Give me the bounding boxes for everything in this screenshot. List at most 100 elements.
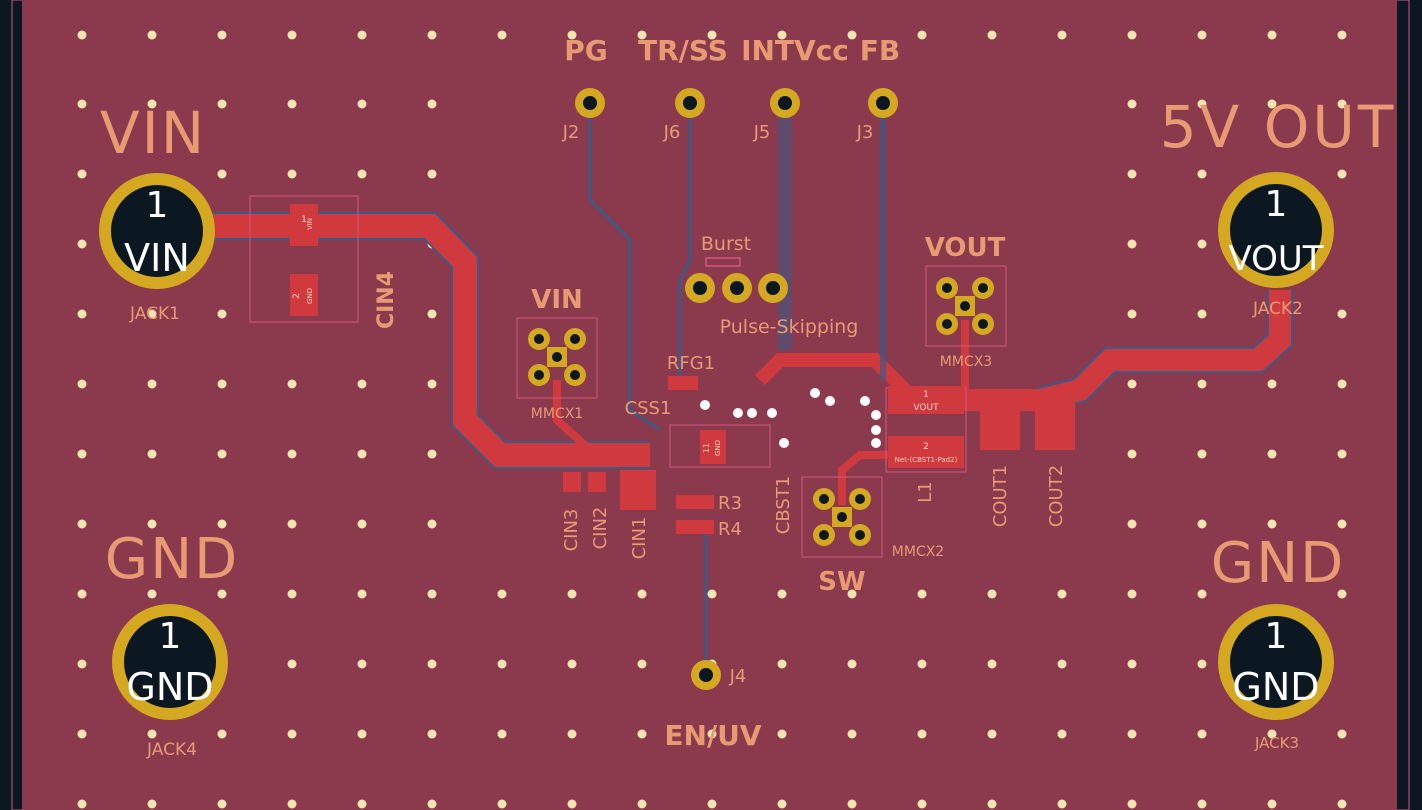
mmcx1-ground-drill (534, 370, 544, 380)
stitching-via (1337, 729, 1347, 739)
footprints (249, 195, 1075, 558)
stitching-via (77, 799, 87, 809)
stitching-via (497, 799, 507, 809)
stitching-via (1337, 379, 1347, 389)
mmcx3-ground-drill (978, 319, 988, 329)
stitching-via (217, 99, 227, 109)
stitching-via (1197, 519, 1207, 529)
stitching-via (1197, 169, 1207, 179)
stitching-via (427, 99, 437, 109)
stitching-via (357, 519, 367, 529)
stitching-via (287, 99, 297, 109)
jack4[interactable]: 1 GND (112, 604, 228, 720)
stitching-via (1127, 309, 1137, 319)
stitching-via (1127, 239, 1137, 249)
stitching-via (357, 379, 367, 389)
stitching-via (1197, 99, 1207, 109)
stitching-via (917, 729, 927, 739)
stitching-via (147, 589, 157, 599)
stitching-via (357, 799, 367, 809)
ref-cin3: CIN3 (561, 509, 582, 552)
j3-testpoint (868, 88, 898, 118)
stitching-via (707, 589, 717, 599)
stitching-via (567, 729, 577, 739)
j5-testpoint (770, 88, 800, 118)
stitching-via (847, 589, 857, 599)
ref-cbst1: CBST1 (773, 476, 794, 534)
stitching-via (567, 799, 577, 809)
ref-designators: J2 J6 J5 J3 J4 JACK1 JACK2 JACK3 JACK4 M… (129, 122, 1303, 760)
cin4-pad2-num: 2 (292, 293, 302, 299)
stitching-via (427, 799, 437, 809)
mmcx2-signal-drill (837, 512, 847, 522)
stitching-via (427, 589, 437, 599)
stitching-via (147, 729, 157, 739)
stitching-via (1127, 799, 1137, 809)
l1-pad-2 (888, 436, 964, 468)
stitching-via (707, 30, 717, 40)
fb-label: FB (860, 34, 900, 67)
r4-pad (676, 520, 714, 534)
mmcx2-ground-drill (819, 530, 829, 540)
stitching-via (1127, 449, 1137, 459)
jack1-net: VIN (124, 236, 190, 280)
en-uv-label: EN/UV (664, 719, 762, 752)
mmcx3-signal-drill (960, 301, 970, 311)
stitching-via (427, 449, 437, 459)
ref-j6: J6 (663, 122, 681, 143)
cin4-pad-1 (290, 204, 318, 246)
stitching-via (1197, 30, 1207, 40)
stitching-via (1197, 729, 1207, 739)
test-points[interactable] (575, 88, 898, 690)
jack3-pad-num: 1 (1265, 616, 1288, 657)
mmcx1-courtyard (516, 317, 598, 399)
j2-testpoint (575, 88, 605, 118)
stitching-via (287, 589, 297, 599)
stitching-via (147, 99, 157, 109)
stitching-via (1267, 99, 1277, 109)
mmcx3-ground-drill (942, 319, 952, 329)
stitching-via (497, 659, 507, 669)
via-grid (77, 30, 1347, 809)
stitching-via (1337, 309, 1347, 319)
stitching-via (987, 589, 997, 599)
stitching-via (847, 659, 857, 669)
stitching-via (637, 729, 647, 739)
stitching-via (1267, 799, 1277, 809)
mmcx1-ground-drill (570, 334, 580, 344)
stitching-via (427, 519, 437, 529)
stitching-via (1127, 589, 1137, 599)
stitching-via (1337, 589, 1347, 599)
ref-jack4: JACK4 (146, 740, 197, 760)
jack4-pad-num: 1 (159, 616, 182, 657)
stitching-via (1267, 729, 1277, 739)
stitching-via (1197, 309, 1207, 319)
vin-mmcx-label: VIN (531, 285, 583, 315)
stitching-via (917, 799, 927, 809)
stitching-via (147, 309, 157, 319)
stitching-via (1267, 519, 1277, 529)
stitching-via (847, 729, 857, 739)
stitching-via (357, 30, 367, 40)
ref-r3: R3 (718, 493, 742, 514)
ic-pad-num: 11 (702, 443, 711, 453)
stitching-via (357, 659, 367, 669)
stitching-via (1127, 30, 1137, 40)
stitching-via (917, 30, 927, 40)
jack1[interactable]: 1 VIN (99, 173, 215, 289)
stitching-via (777, 589, 787, 599)
mmcx2-ground-drill (819, 494, 829, 504)
jumper-pin-1 (685, 273, 715, 303)
jack2[interactable]: 1 VOUT (1218, 172, 1334, 288)
jack3-drill (1230, 616, 1322, 708)
ref-cout2: COUT2 (1046, 465, 1067, 527)
cin4-pad1-num: 1 (301, 215, 307, 225)
vin-label: VIN (100, 99, 206, 167)
mmcx-connectors[interactable] (528, 277, 994, 546)
pulse-skipping-label: Pulse-Skipping (720, 316, 859, 338)
stitching-via (77, 309, 87, 319)
jack3[interactable]: 1 GND (1218, 604, 1334, 720)
stitching-via (1337, 99, 1347, 109)
pg-trace (588, 103, 661, 432)
